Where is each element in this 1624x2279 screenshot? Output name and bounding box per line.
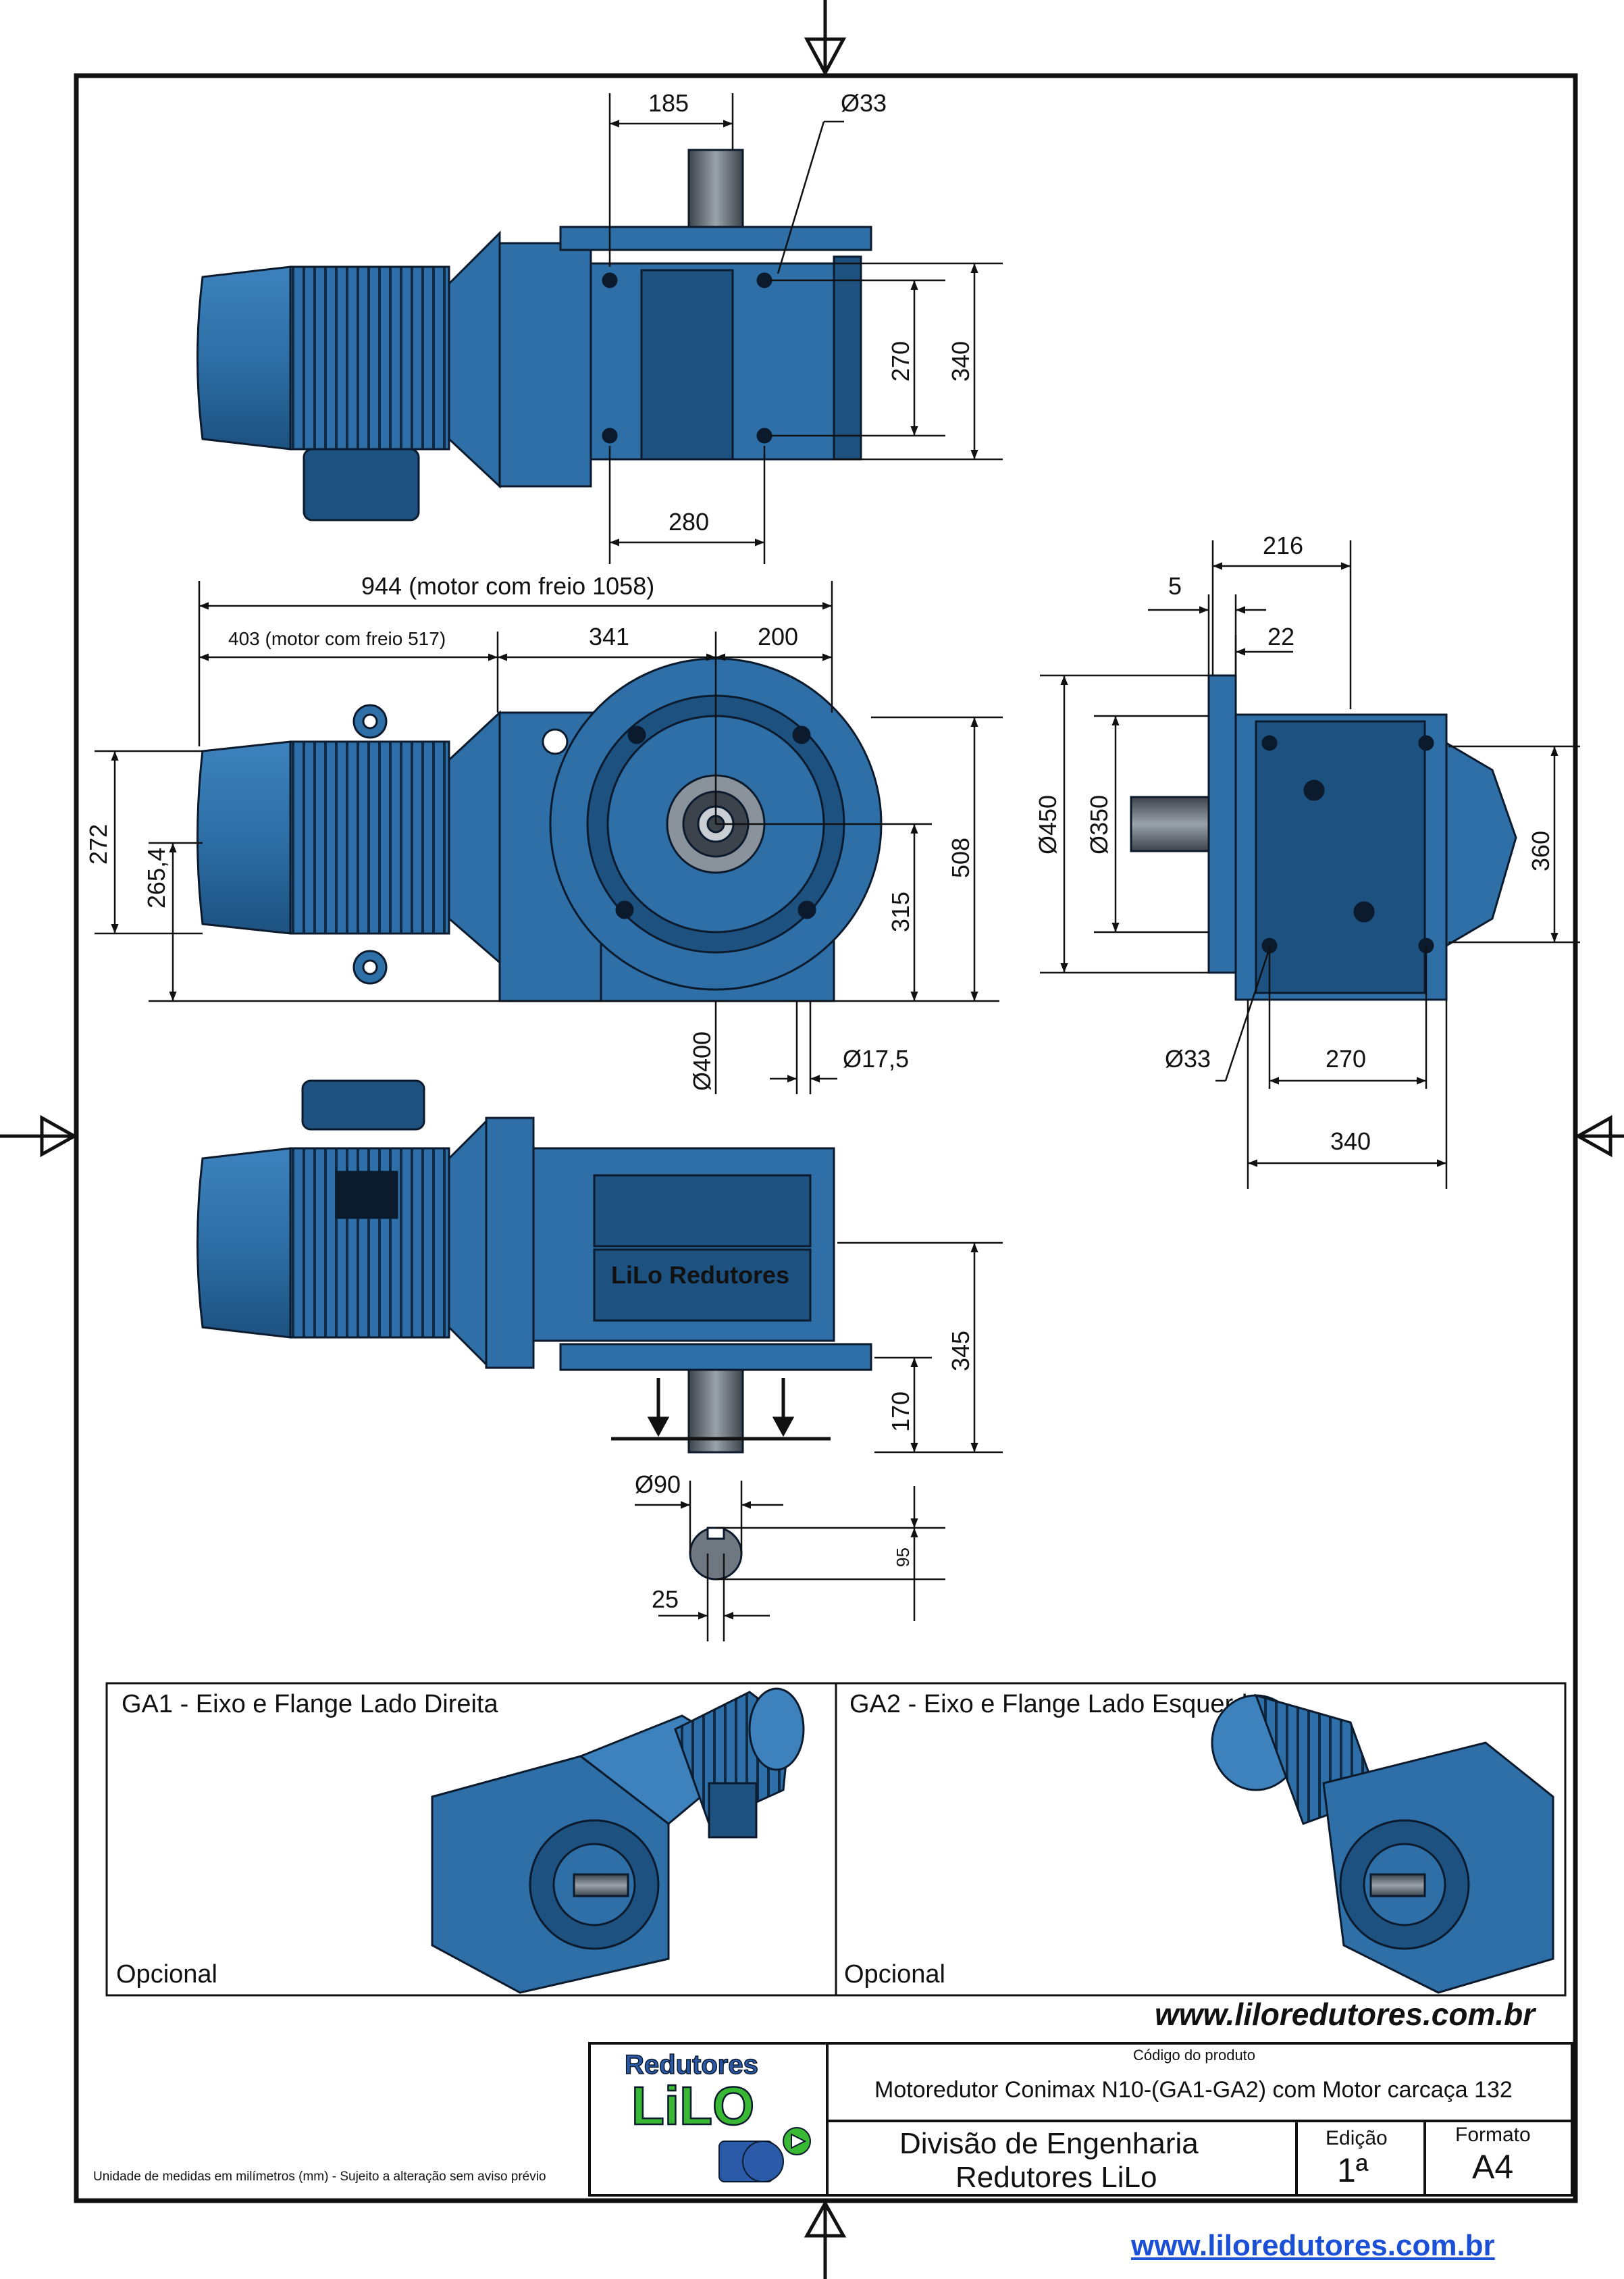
- dim-side-360: 360: [1527, 831, 1554, 871]
- dim-top-280: 280: [669, 508, 709, 536]
- edition-value: 1ª: [1337, 2151, 1369, 2189]
- dim-front-403: 403 (motor com freio 517): [228, 628, 446, 649]
- edition-label: Edição: [1326, 2127, 1388, 2149]
- dim-front-272: 272: [84, 824, 112, 865]
- side-view-output-shaft: [1130, 796, 1210, 852]
- housing-engraving: LiLo Redutores: [611, 1261, 789, 1289]
- dim-top-hole-diameter: Ø33: [841, 89, 887, 117]
- title-block-grid: [588, 2042, 1573, 2197]
- dim-front-200: 200: [758, 623, 798, 650]
- dim-bottom-170: 170: [887, 1391, 914, 1432]
- dim-front-265-4: 265,4: [142, 848, 170, 908]
- option-ga2-title: GA2 - Eixo e Flange Lado Esquerdo: [849, 1690, 1262, 1718]
- dim-top-185: 185: [648, 89, 689, 117]
- dim-front-341: 341: [589, 623, 629, 650]
- top-view-output-shaft: [687, 149, 744, 228]
- logo-gearmotor-icon: [718, 2127, 811, 2182]
- shaft-section-dimension-lines: [635, 1481, 945, 1641]
- bottom-view-motor-reducer: [197, 1079, 872, 1371]
- dim-front-17-5-diameter: Ø17,5: [843, 1045, 909, 1073]
- product-name: Motoredutor Conimax N10-(GA1-GA2) com Mo…: [874, 2077, 1513, 2103]
- dim-side-hole-diameter: Ø33: [1165, 1045, 1211, 1073]
- shaft-cross-section: [689, 1527, 743, 1581]
- dim-side-22: 22: [1267, 623, 1294, 650]
- options-panel: [105, 1682, 1567, 1997]
- dim-side-350-diameter: Ø350: [1085, 795, 1113, 854]
- dim-side-216: 216: [1263, 532, 1303, 559]
- lilo-logo: Redutores LiLO: [624, 2049, 811, 2182]
- dim-bottom-345: 345: [947, 1331, 974, 1371]
- units-note: Unidade de medidas em milímetros (mm) - …: [93, 2170, 546, 2184]
- dim-top-340: 340: [947, 341, 974, 382]
- dim-shaft-25: 25: [652, 1585, 679, 1613]
- product-code-label: Código do produto: [1133, 2047, 1255, 2064]
- top-view-dimension-lines: [608, 93, 1003, 564]
- website-link-top[interactable]: www.liloredutores.com.br: [1155, 1997, 1536, 2032]
- dim-top-270: 270: [887, 341, 914, 382]
- option-ga1-render: [431, 1687, 805, 1994]
- dim-side-5: 5: [1168, 572, 1182, 600]
- dim-side-450-diameter: Ø450: [1034, 795, 1062, 854]
- option-ga2-render: [1211, 1693, 1554, 1994]
- option-ga1-note: Opcional: [116, 1960, 217, 1989]
- division-name: Divisão de Engenharia: [899, 2127, 1199, 2160]
- logo-top-text: Redutores: [625, 2050, 758, 2080]
- front-view-dimension-lines: [95, 581, 1003, 1094]
- top-view-motor-reducer: [197, 226, 872, 521]
- bottom-view-dimension-lines: [837, 1241, 1003, 1454]
- logo-main-text: LiLO: [631, 2076, 754, 2136]
- format-label: Formato: [1455, 2124, 1531, 2146]
- dim-shaft-95: 95: [893, 1547, 913, 1567]
- dim-side-340: 340: [1330, 1127, 1371, 1155]
- front-view-motor-reducer: [197, 657, 883, 1002]
- side-view-reducer: [1207, 674, 1517, 1001]
- dim-front-315: 315: [887, 892, 914, 932]
- option-ga1-title: GA1 - Eixo e Flange Lado Direita: [122, 1690, 498, 1718]
- dim-front-944: 944 (motor com freio 1058): [361, 572, 654, 600]
- option-ga2-note: Opcional: [844, 1960, 945, 1989]
- bottom-view-mounting-arrows: [611, 1378, 831, 1441]
- dim-front-508: 508: [947, 838, 974, 878]
- website-link-bottom[interactable]: www.liloredutores.com.br: [1131, 2229, 1495, 2262]
- dim-shaft-90-diameter: Ø90: [635, 1470, 681, 1498]
- format-value: A4: [1472, 2148, 1513, 2186]
- side-view-dimension-lines: [1040, 540, 1580, 1189]
- company-name: Redutores LiLo: [955, 2161, 1157, 2194]
- dim-front-400-diameter: Ø400: [688, 1031, 716, 1091]
- dim-side-270: 270: [1326, 1045, 1366, 1073]
